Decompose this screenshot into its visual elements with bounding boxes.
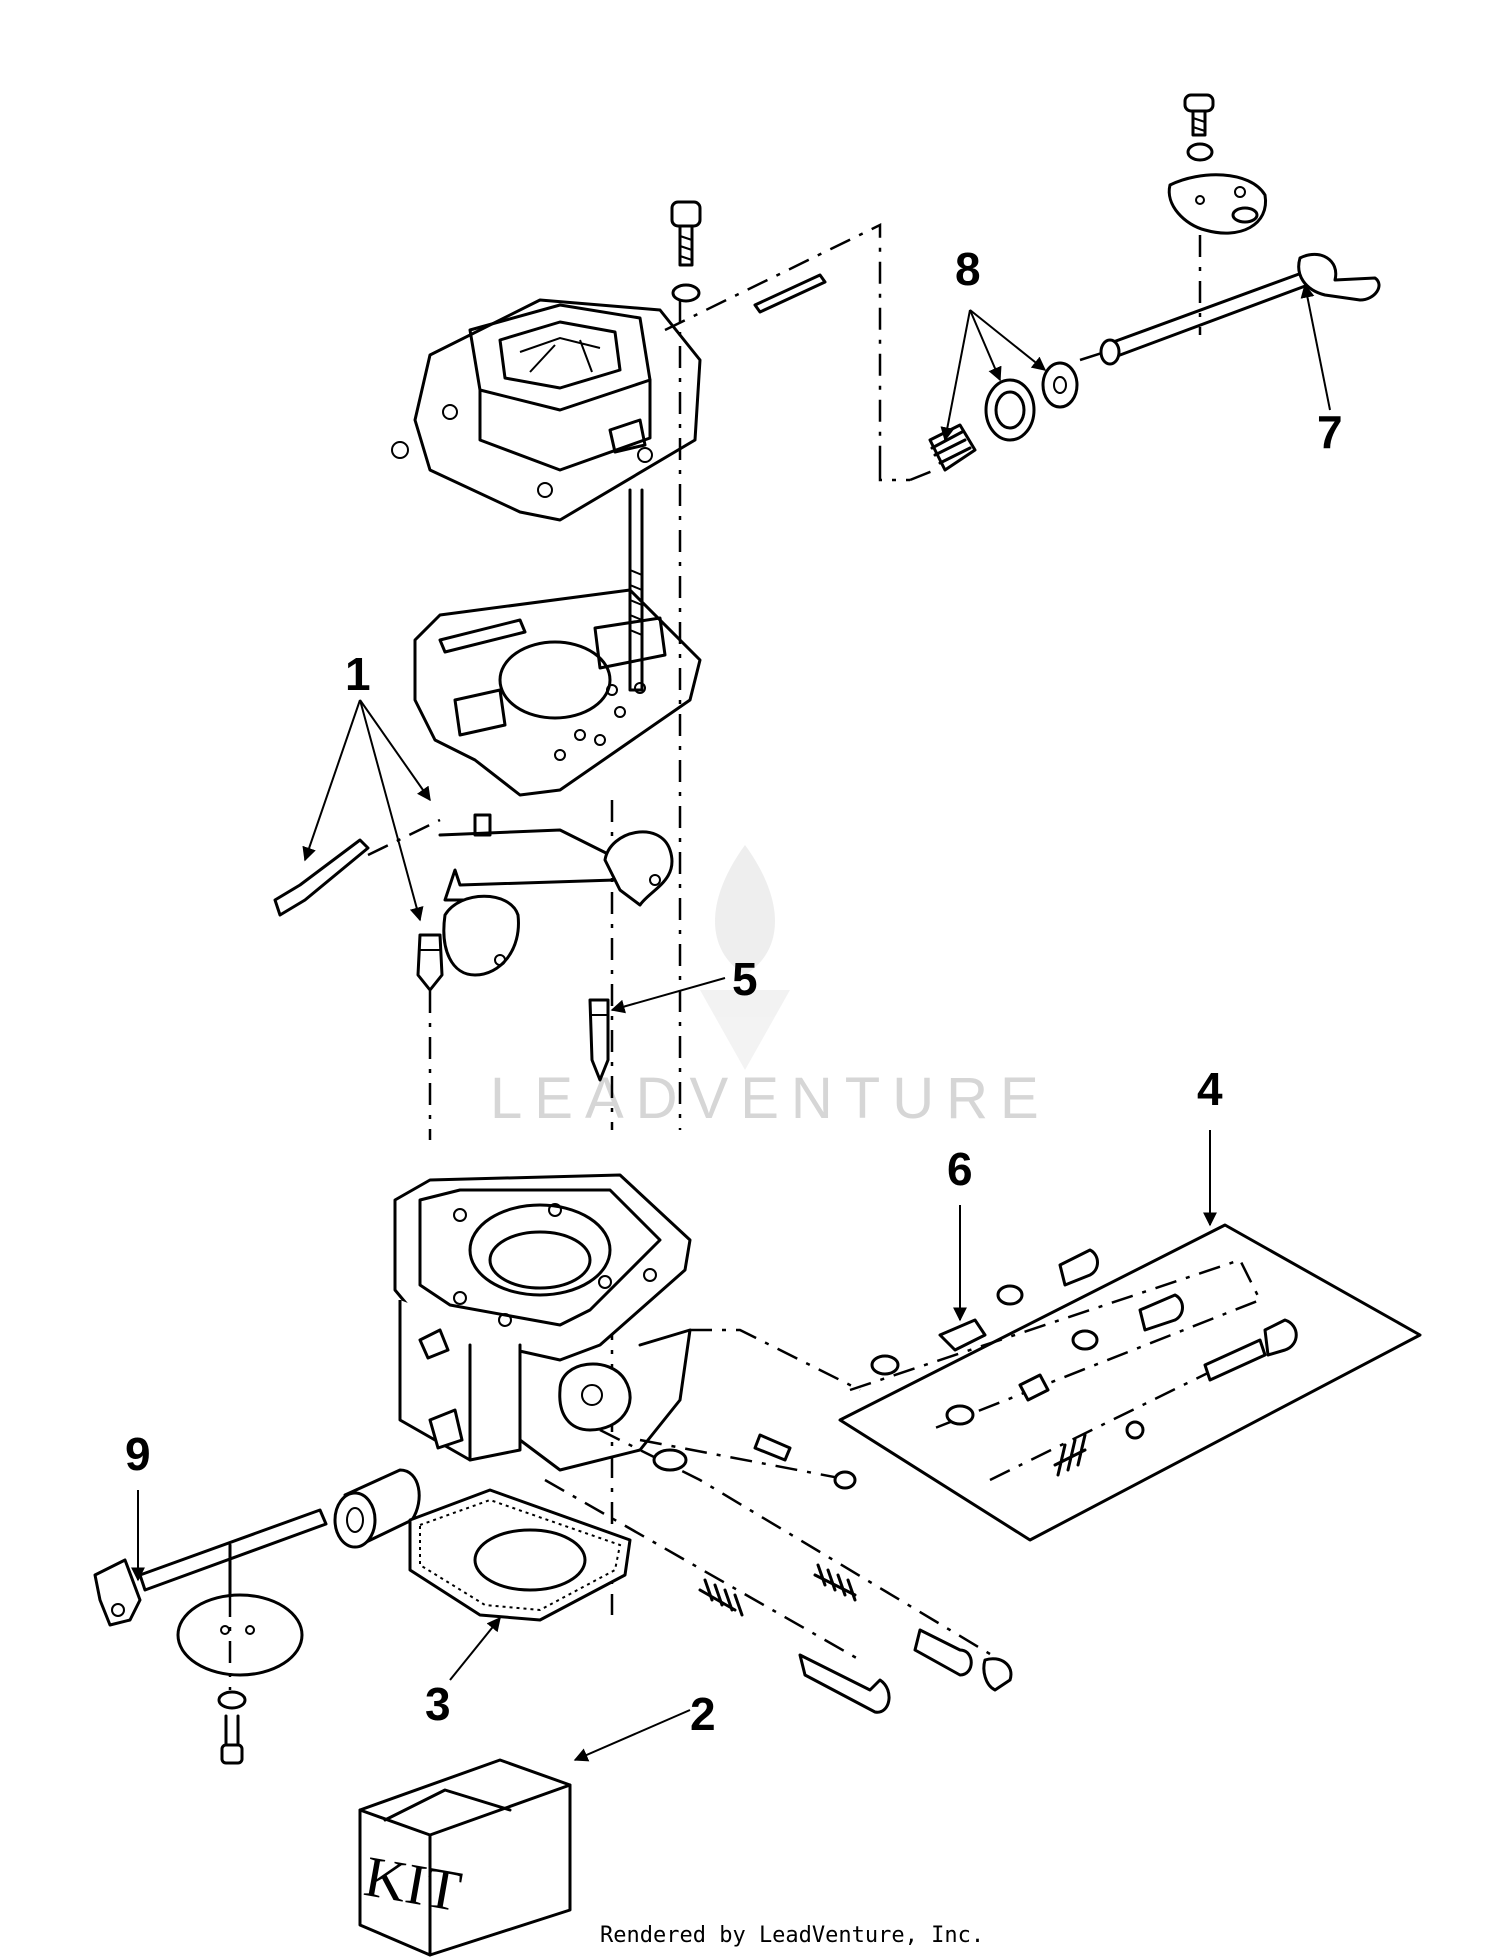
kit-parts [870, 1248, 1298, 1477]
callout-2: 2 [690, 1688, 716, 1740]
alignment-line-top [664, 222, 882, 460]
watermark-text: LEADVENTURE [490, 1066, 1051, 1131]
choke-shaft-alignment [1079, 350, 1106, 362]
body-washer [652, 1448, 688, 1472]
callout-6: 6 [947, 1143, 973, 1195]
callout-9: 9 [125, 1428, 151, 1480]
carburetor-body [393, 1173, 692, 1472]
screw-alignment-line [599, 1428, 1001, 1662]
bowl-gasket [413, 588, 702, 797]
choke-seal [984, 378, 1036, 442]
choke-shaft [1099, 252, 1381, 366]
throttle-plate [176, 1593, 304, 1677]
gasket-kit-panel [838, 1223, 1422, 1542]
main-adjust-screw [913, 1628, 1013, 1692]
kit-box [358, 1758, 572, 1957]
callout-7: 7 [1317, 406, 1343, 458]
float-hinge-pin [273, 838, 370, 917]
choke-plate-screw [1183, 93, 1215, 162]
callout-1: 1 [345, 648, 371, 700]
main-adjust-spring [813, 1563, 857, 1602]
callout-arrows [131, 283, 1331, 1762]
leadventure-watermark-logo [700, 845, 790, 1070]
throttle-plate-screw [217, 1690, 247, 1765]
hinge-pin-alignment [367, 818, 441, 857]
threaded-stud [628, 488, 644, 692]
kit-alignment-line-upper [690, 1328, 861, 1392]
main-jet-needle [588, 998, 610, 1082]
spring-alignment-line [544, 1478, 861, 1662]
flange-gasket [408, 1488, 632, 1622]
kit-alignment-line-lower [639, 1438, 851, 1482]
top-cover-screw [670, 200, 702, 303]
choke-spring-alignment [909, 468, 936, 482]
pivot-pin [753, 273, 827, 314]
callout-5: 5 [732, 953, 758, 1005]
idle-mixture-screw [798, 1653, 891, 1714]
callout-4: 4 [1197, 1063, 1223, 1115]
idle-mixture-spring [698, 1578, 744, 1617]
alignment-line-right [878, 460, 910, 482]
choke-spring [928, 423, 977, 472]
idle-jet [753, 1433, 857, 1490]
callout-8: 8 [955, 243, 981, 295]
render-credit: Rendered by LeadVenture, Inc. [600, 1923, 984, 1948]
throttle-shaft-bushing [333, 1468, 421, 1549]
choke-plate [1167, 173, 1268, 235]
choke-washer [1041, 361, 1079, 409]
callout-3: 3 [425, 1678, 451, 1730]
throttle-shaft [93, 1508, 328, 1627]
float-assembly [438, 813, 674, 977]
carburetor-top-cover [391, 298, 702, 522]
inlet-needle [416, 933, 444, 992]
